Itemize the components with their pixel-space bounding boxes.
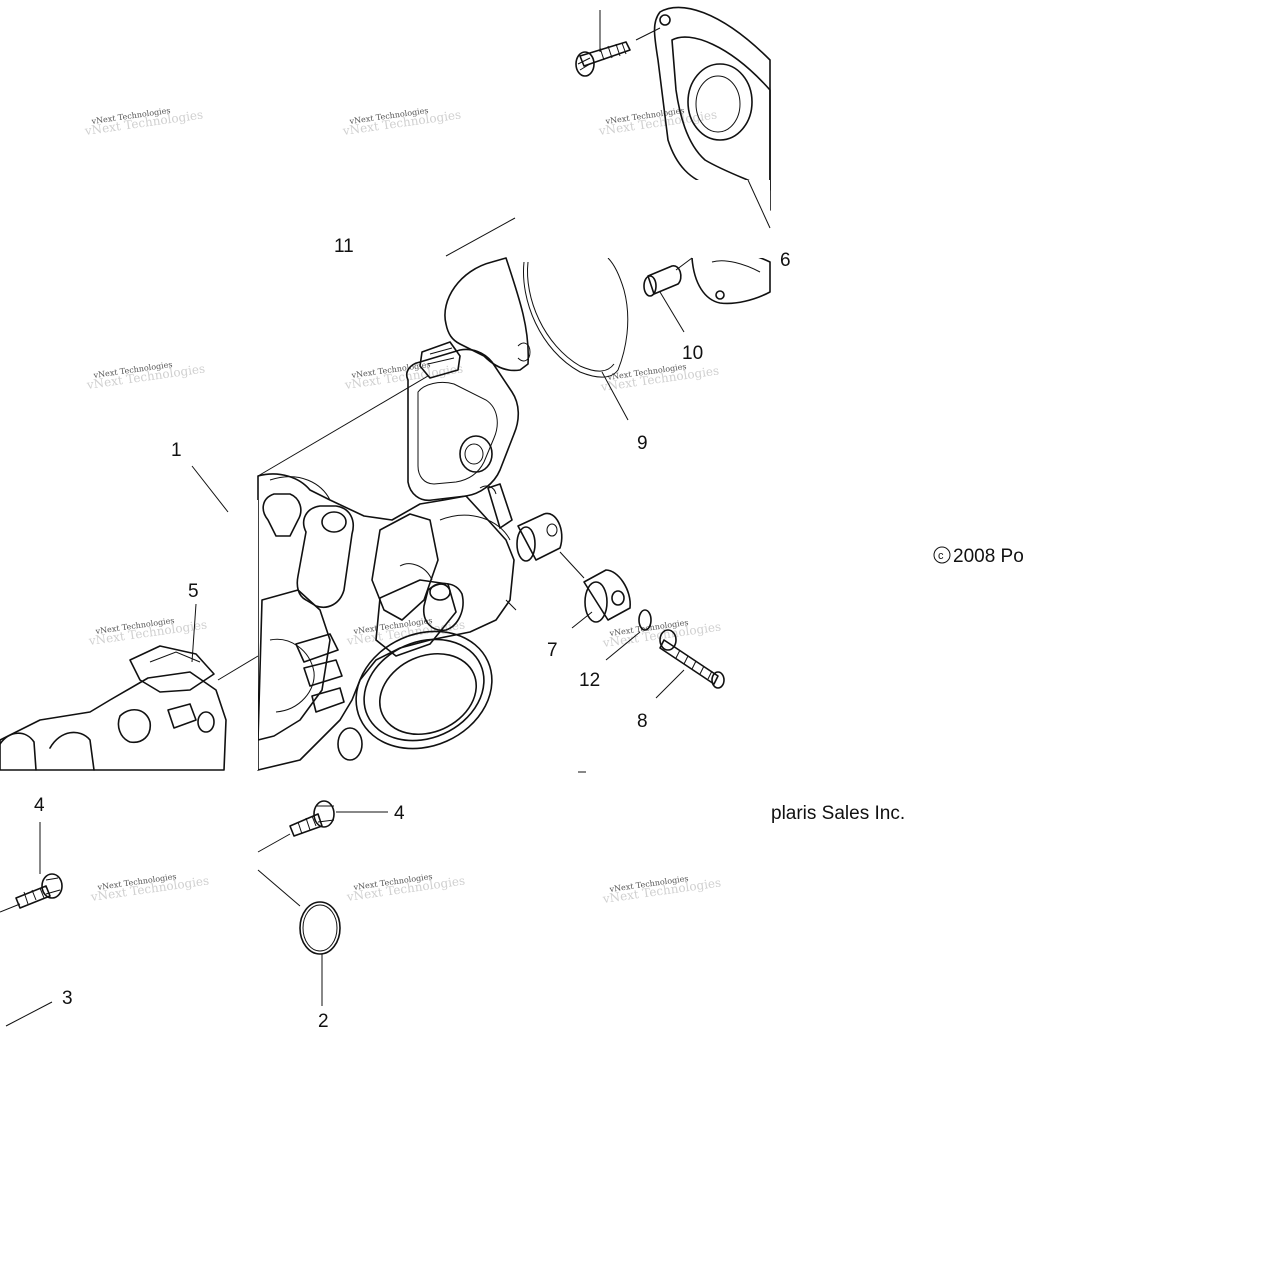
spacer-part-a (516, 512, 563, 562)
callout-12: 12 (579, 670, 600, 691)
bolt-top-part (575, 41, 631, 77)
callout-4a: 4 (34, 795, 45, 816)
callouts: 1 2 3 4 4 5 6 7 8 9 10 11 12 (34, 236, 791, 1032)
copyright-clip-masks (760, 540, 1090, 828)
callout-4b: 4 (394, 803, 405, 824)
cover-plate-part (653, 6, 771, 305)
long-bolt-part (659, 629, 725, 689)
callout-6: 6 (780, 250, 791, 271)
copyright-symbol-circle (933, 546, 951, 564)
copyright-part1: 2008 Po (953, 546, 1024, 567)
watermark: vNext Technologies vNext Technologies (601, 874, 722, 906)
copyright-symbol: c (938, 550, 944, 562)
gasket-part (522, 257, 629, 378)
engine-block-part (257, 473, 517, 771)
copyright-notice: c 2008 Po plaris Sales Inc. (771, 546, 1024, 824)
intake-part (0, 645, 227, 771)
watermark: vNext Technologies vNext Technologies (85, 360, 206, 392)
dowel-part (643, 265, 682, 297)
callout-2: 2 (318, 1011, 329, 1032)
callout-9: 9 (637, 433, 648, 454)
oring-part (299, 901, 341, 955)
bolt-bottom-left-part (15, 873, 63, 909)
callout-5: 5 (188, 581, 199, 602)
callout-8: 8 (637, 711, 648, 732)
copyright-part2: plaris Sales Inc. (771, 803, 905, 824)
thermostat-cover-part (355, 630, 493, 750)
watermark: vNext Technologies vNext Technologies (341, 106, 462, 138)
callout-7: 7 (547, 640, 558, 661)
watermark: vNext Technologies vNext Technologies (345, 872, 466, 904)
callout-3: 3 (62, 988, 73, 1009)
watermark: vNext Technologies vNext Technologies (87, 616, 208, 648)
image-masks (0, 180, 770, 770)
watermark: vNext Technologies vNext Technologies (89, 872, 210, 904)
callout-1: 1 (171, 440, 182, 461)
callout-11: 11 (334, 236, 354, 257)
bolt-bottom-center-part (289, 800, 335, 837)
pump-housing-part (405, 257, 531, 502)
spacer-part-b (583, 569, 631, 623)
watermark: vNext Technologies vNext Technologies (83, 106, 204, 138)
small-oring-part (638, 609, 652, 631)
callout-10: 10 (682, 343, 703, 364)
leader-lines (0, 10, 771, 1027)
